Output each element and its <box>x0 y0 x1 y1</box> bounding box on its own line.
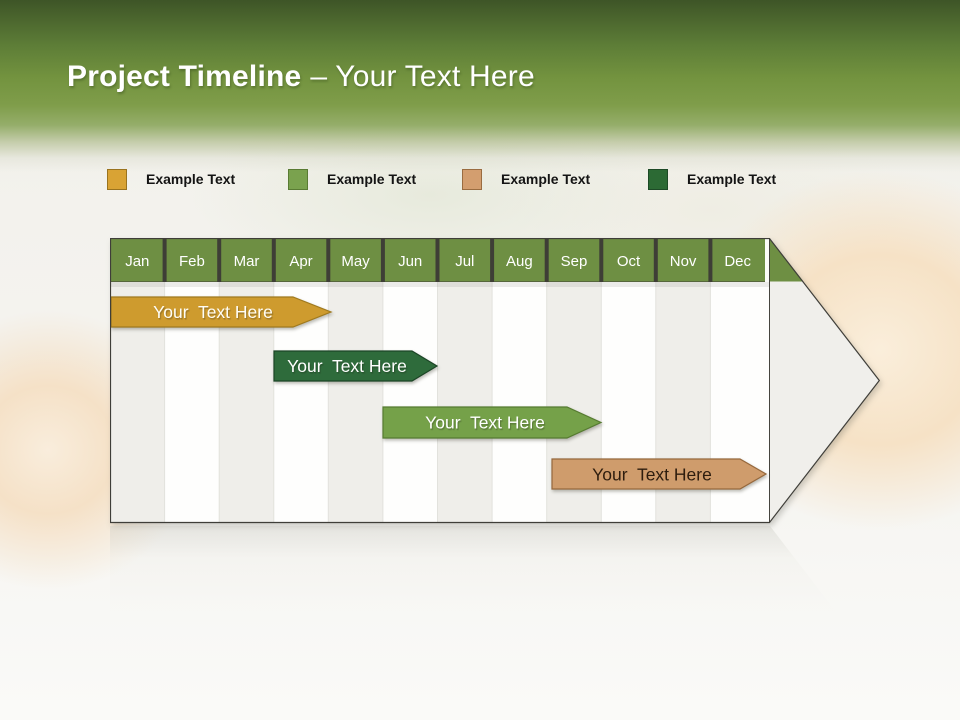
month-cell <box>166 238 218 282</box>
month-label: May <box>341 253 370 270</box>
month-cell <box>494 238 545 282</box>
month-cell <box>548 238 600 282</box>
month-label: Sep <box>561 253 588 270</box>
legend-swatch <box>462 168 482 190</box>
header-shadow <box>110 282 770 287</box>
legend-swatch <box>288 168 308 190</box>
legend-swatch-gold <box>107 168 127 190</box>
timeline-bar-3 <box>382 406 603 439</box>
column-jul <box>437 282 493 523</box>
month-cell <box>603 238 654 282</box>
month-cell <box>330 238 381 282</box>
header-end-gap <box>765 238 770 282</box>
timeline-bar-label: Your Text Here <box>153 302 273 322</box>
legend-swatch-tan <box>462 168 482 190</box>
month-label: Oct <box>617 253 641 270</box>
month-cell <box>384 238 436 282</box>
month-cell <box>439 238 491 282</box>
column-aug <box>492 282 547 523</box>
month-label: Jun <box>398 253 422 270</box>
legend-label: Example Text <box>327 171 417 187</box>
timeline-bar-2 <box>273 350 439 382</box>
timeline-bar-4 <box>551 458 768 490</box>
month-cell <box>712 238 765 282</box>
legend-swatch <box>107 168 127 190</box>
month-cell <box>110 238 163 282</box>
month-header-row: Jan Feb Mar Apr May Jun Jul Aug Sep Oct … <box>110 238 804 282</box>
legend-item: Example Text <box>648 167 776 191</box>
arrow-head-area <box>770 238 880 523</box>
legend-label: Example Text <box>687 171 777 187</box>
title-main: Project Timeline <box>67 60 302 93</box>
legend-swatch-green <box>288 168 308 190</box>
title-suffix: – Your Text Here <box>310 60 535 93</box>
month-cell <box>657 238 709 282</box>
month-cell <box>275 238 327 282</box>
timeline-bar-label: Your Text Here <box>592 465 712 485</box>
month-label: Jul <box>455 253 474 270</box>
legend-label: Example Text <box>146 171 236 187</box>
page-title: Project Timeline– Your Text Here <box>67 60 535 94</box>
legend-swatch-darkgreen <box>648 168 668 190</box>
timeline-reflection <box>110 526 843 621</box>
legend-item: Example Text <box>107 167 235 191</box>
project-timeline-chart: Jan Feb Mar Apr May Jun Jul Aug Sep Oct … <box>110 238 881 524</box>
legend-item: Example Text <box>288 167 416 191</box>
timeline-outline <box>110 238 881 524</box>
month-label: Aug <box>506 253 533 270</box>
month-label: Dec <box>724 253 751 270</box>
month-cell <box>221 238 272 282</box>
legend-swatch <box>648 168 668 190</box>
month-label: Feb <box>179 253 205 270</box>
month-label: Apr <box>289 253 312 270</box>
timeline-bars: Your Text Here Your Text Here Your Text … <box>110 296 768 490</box>
legend-label: Example Text <box>501 171 591 187</box>
column-may <box>328 282 383 523</box>
timeline-bar-label: Your Text Here <box>287 356 407 376</box>
month-label: Nov <box>670 253 697 270</box>
timeline-bar-label: Your Text Here <box>425 413 545 433</box>
month-label: Jan <box>125 253 149 270</box>
legend-item: Example Text <box>462 167 590 191</box>
column-jun <box>382 282 438 523</box>
month-label: Mar <box>234 253 260 270</box>
